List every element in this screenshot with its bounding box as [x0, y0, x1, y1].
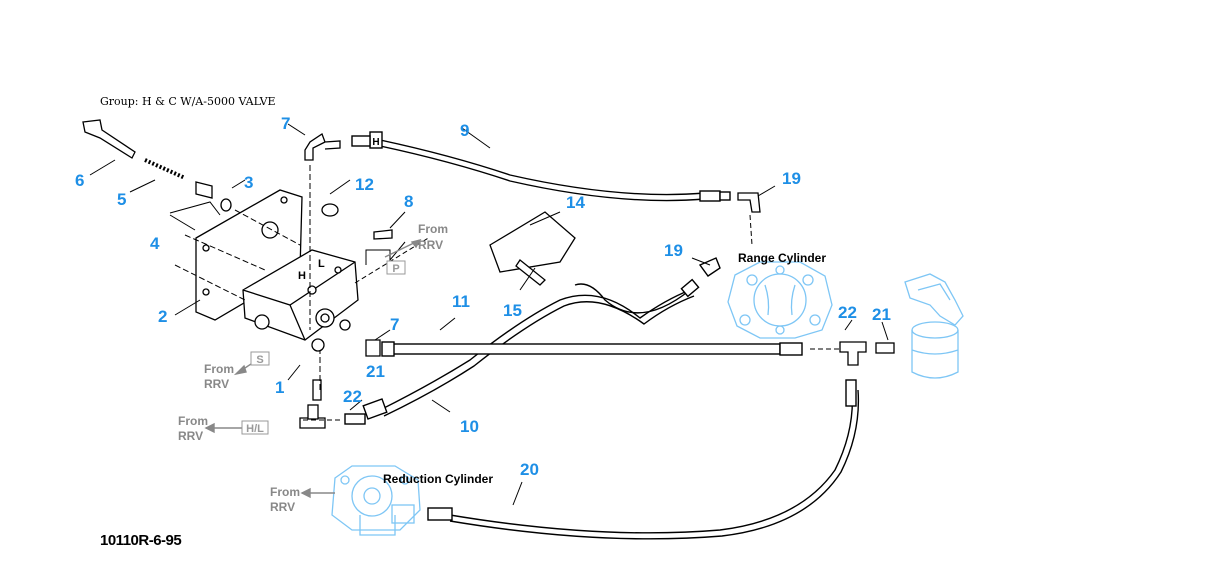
hose-20 — [427, 379, 860, 540]
h-fitting-label: H — [372, 137, 379, 148]
hose-9 — [351, 131, 731, 202]
callout-22-right: 22 — [838, 303, 857, 322]
hose-10 — [344, 289, 695, 425]
callout-14: 14 — [566, 193, 585, 212]
port-tag-s: S — [250, 351, 270, 366]
callout-1: 1 — [275, 378, 284, 397]
port-tag-hl: H/L — [241, 420, 269, 435]
callout-22-left: 22 — [343, 387, 362, 406]
document-id: 10110R-6-95 — [100, 532, 182, 549]
callout-4: 4 — [150, 234, 160, 253]
callout-7-top: 7 — [281, 114, 290, 133]
callout-21-right: 21 — [872, 305, 891, 324]
spool-assembly — [82, 119, 232, 212]
tee-22-right — [839, 341, 895, 366]
note-from-s: From — [204, 362, 234, 376]
callout-2: 2 — [158, 307, 167, 326]
rrv-arrows — [204, 238, 422, 499]
reduction-cylinder-label: Reduction Cylinder — [383, 472, 493, 486]
port-tag-p: P — [386, 260, 406, 275]
callout-7-bottom: 7 — [390, 315, 399, 334]
valve-body — [242, 249, 359, 352]
callout-21-left: 21 — [366, 362, 385, 381]
valve-h-mark: H — [298, 270, 306, 282]
note-rrv-red: RRV — [270, 500, 295, 514]
note-rrv-p: RRV — [418, 238, 443, 252]
svg-text:S: S — [256, 354, 263, 366]
callout-9: 9 — [460, 121, 469, 140]
note-from-red: From — [270, 485, 300, 499]
hose-upper-19 — [574, 257, 721, 314]
elbow-19-right — [737, 192, 761, 213]
note-from-hl: From — [178, 414, 208, 428]
note-rrv-hl: RRV — [178, 429, 203, 443]
reduction-cylinder-ghost — [331, 465, 421, 536]
callout-19-left: 19 — [664, 241, 683, 260]
callout-6: 6 — [75, 171, 84, 190]
tee-22-left — [299, 379, 326, 429]
callout-5: 5 — [117, 190, 126, 209]
leader-lines — [89, 123, 889, 506]
valve-l-mark: L — [318, 258, 325, 270]
note-from-p: From — [418, 222, 448, 236]
hose-11 — [381, 341, 803, 357]
callout-11: 11 — [452, 292, 470, 311]
note-rrv-s: RRV — [204, 377, 229, 391]
group-label: Group: H & C W/A-5000 VALVE — [100, 95, 276, 108]
svg-text:H/L: H/L — [246, 423, 264, 435]
range-cylinder-outline-right — [904, 273, 964, 379]
range-cylinder-label: Range Cylinder — [738, 251, 826, 265]
callout-8: 8 — [404, 192, 413, 211]
range-cylinder-ghost — [727, 261, 833, 339]
small-parts — [321, 203, 576, 357]
callout-10: 10 — [460, 417, 479, 436]
elbow-7-top — [304, 133, 341, 161]
callout-12: 12 — [355, 175, 374, 194]
svg-text:P: P — [392, 263, 399, 275]
callout-20: 20 — [520, 460, 539, 479]
callout-19-right: 19 — [782, 169, 801, 188]
callout-15: 15 — [503, 301, 522, 320]
callout-3: 3 — [244, 173, 253, 192]
